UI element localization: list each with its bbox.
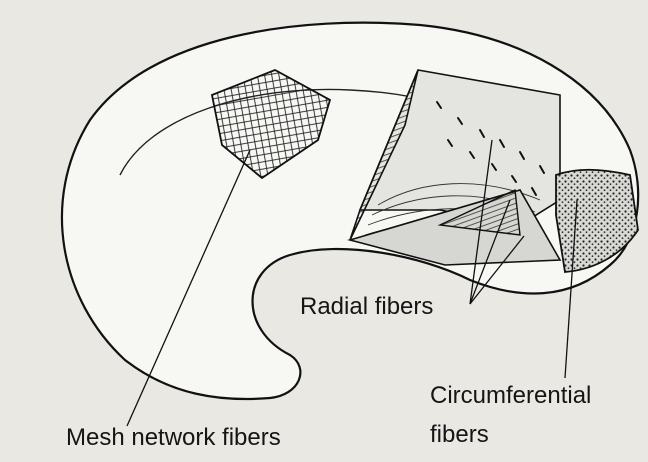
label-mesh-network-fibers: Mesh network fibers [66,423,281,452]
label-circumferential-line1: Circumferential [430,381,591,410]
meniscus-body [62,23,638,399]
cross-section-dotted [556,170,638,272]
label-radial-fibers: Radial fibers [300,292,433,321]
label-circumferential-line2: fibers [430,420,489,449]
